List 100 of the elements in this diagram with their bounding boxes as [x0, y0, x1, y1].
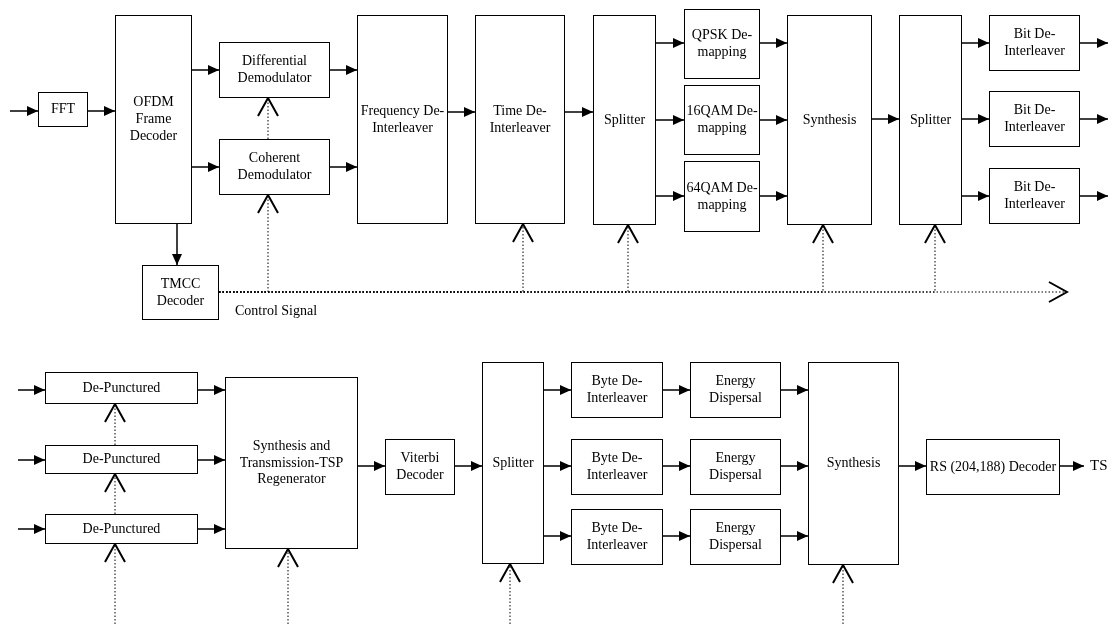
process-box: [989, 168, 1080, 224]
box-label: De-Punctured: [82, 451, 161, 468]
dotted-arrow: [218, 281, 1068, 303]
arrow: [543, 385, 572, 395]
arrow: [1079, 191, 1109, 201]
arrow: [357, 461, 386, 471]
box-label: 64QAM De-mapping: [686, 179, 758, 214]
process-box: [45, 445, 198, 474]
arrow: [543, 531, 572, 541]
box-label: Energy Dispersal: [708, 373, 763, 407]
process-box: [219, 42, 330, 98]
box-label: Energy Dispersal: [708, 450, 763, 484]
arrow: [655, 38, 685, 48]
process-box: [684, 9, 760, 79]
process-box: [385, 439, 455, 495]
dotted-arrow: [257, 97, 279, 140]
box-label: Byte De-Interleaver: [585, 373, 649, 407]
box-label: Splitter: [603, 111, 646, 129]
box-label: Byte De-Interleaver: [585, 520, 649, 554]
box-label: Bit De-Interleaver: [1003, 26, 1066, 60]
dotted-arrow: [104, 543, 126, 624]
arrow: [17, 524, 46, 534]
box-label: Byte De-Interleaver: [585, 450, 649, 484]
arrow: [655, 191, 685, 201]
process-box: [482, 362, 544, 564]
box-label: Synthesis: [826, 455, 881, 472]
arrow: [197, 455, 226, 465]
arrow: [1079, 114, 1109, 124]
process-box: [690, 362, 781, 418]
process-box: [357, 15, 448, 224]
process-box: [571, 362, 663, 418]
process-box: [225, 377, 358, 549]
box-label: Synthesis: [802, 111, 857, 129]
box-label: Viterbi Decoder: [395, 450, 445, 484]
box-label: TMCC Decoder: [155, 275, 206, 310]
box-label: OFDM Frame Decoder: [128, 94, 179, 145]
box-label: FFT: [50, 101, 76, 118]
box-label: Differential Demodulator: [236, 53, 313, 87]
arrow: [543, 461, 572, 471]
box-label: Coherent Demodulator: [236, 150, 313, 184]
arrow: [197, 385, 226, 395]
arrow: [564, 107, 594, 117]
box-label: 16QAM De-mapping: [686, 103, 758, 137]
box-label: Synthesis and Transmission-TSP Regenerator: [238, 437, 345, 489]
process-box: [684, 161, 760, 232]
process-box: [571, 509, 663, 565]
process-box: [45, 372, 198, 404]
box-label: Frequency De-Interleaver: [359, 102, 446, 137]
arrow: [447, 107, 476, 117]
box-label: RS (204,188) Decoder: [929, 458, 1057, 476]
arrow: [17, 455, 46, 465]
box-label: QPSK De-mapping: [690, 27, 754, 61]
box-label: Energy Dispersal: [708, 520, 763, 554]
arrow: [780, 531, 809, 541]
process-box: [690, 439, 781, 495]
process-box: [899, 15, 962, 225]
process-box: [142, 265, 219, 320]
arrow: [9, 106, 39, 116]
arrow: [961, 38, 990, 48]
process-box: [571, 439, 663, 495]
arrow: [871, 114, 900, 124]
dotted-arrow: [499, 563, 521, 624]
output-label: TS: [1090, 452, 1118, 478]
process-box: [593, 15, 656, 225]
process-box: [989, 91, 1080, 147]
arrow: [662, 531, 691, 541]
process-box: [989, 15, 1080, 71]
arrow: [172, 223, 182, 266]
arrow: [898, 461, 927, 471]
process-box: [45, 514, 198, 544]
process-box: [38, 92, 88, 127]
box-label: Time De-Interleaver: [488, 102, 552, 137]
arrow: [759, 115, 788, 125]
edge-label: Control Signal: [235, 302, 318, 320]
arrow: [961, 191, 990, 201]
box-label: Splitter: [492, 454, 534, 472]
arrow: [780, 385, 809, 395]
arrow: [87, 106, 116, 116]
arrow: [329, 65, 358, 75]
arrow: [759, 38, 788, 48]
box-label: De-Punctured: [82, 520, 161, 538]
arrow: [17, 385, 46, 395]
arrow: [329, 162, 358, 172]
dotted-arrow: [832, 564, 854, 624]
arrow: [454, 461, 483, 471]
process-box: [219, 139, 330, 195]
process-box: [684, 85, 760, 155]
arrow: [662, 385, 691, 395]
arrow: [662, 461, 691, 471]
arrow: [780, 461, 809, 471]
arrow: [1079, 38, 1109, 48]
arrow: [191, 162, 220, 172]
dotted-arrow: [104, 403, 126, 446]
box-label: Bit De-Interleaver: [1003, 102, 1066, 136]
arrow: [191, 65, 220, 75]
dotted-arrow: [104, 473, 126, 515]
process-box: [690, 509, 781, 565]
box-label: De-Punctured: [82, 379, 161, 397]
arrow: [961, 114, 990, 124]
process-box: [475, 15, 565, 224]
